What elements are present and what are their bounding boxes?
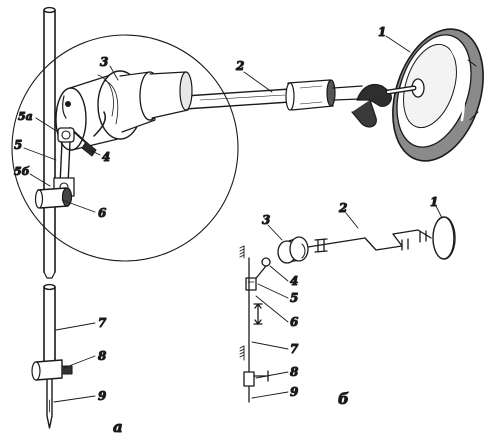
label-a-8: 8 — [98, 349, 107, 363]
label-b-3: 3 — [262, 213, 270, 227]
label-b-7: 7 — [290, 342, 299, 356]
crankshaft — [351, 83, 417, 128]
needle-bar-lower — [43, 283, 56, 363]
label-a-4: 4 — [102, 150, 110, 164]
schematic-shaft — [307, 229, 432, 251]
figure-a: 1 2 3 5а 4 5 5б 6 7 8 9 а — [11, 6, 484, 437]
schematic-handwheel — [432, 216, 456, 260]
label-b-8: 8 — [290, 365, 299, 379]
label-b-4: 4 — [290, 274, 298, 288]
label-a-5b: 5б — [14, 165, 30, 178]
connecting-link — [53, 127, 75, 197]
label-a-2: 2 — [235, 59, 244, 73]
label-a-3: 3 — [100, 55, 108, 69]
label-b-6: 6 — [290, 315, 299, 329]
figure-b: 1 2 3 4 5 6 7 8 9 б — [239, 195, 456, 409]
leader-lines-b — [251, 205, 443, 399]
main-shaft — [184, 79, 363, 111]
label-b-1: 1 — [430, 195, 438, 209]
label-b-9: 9 — [290, 385, 299, 399]
detail-circle — [11, 34, 239, 262]
caption-a: а — [113, 418, 123, 436]
label-a-5: 5 — [14, 138, 22, 152]
leader-lines-a — [23, 35, 411, 403]
schematic-clamps — [243, 370, 269, 387]
schematic-bearing — [314, 238, 328, 253]
label-a-5a: 5а — [18, 110, 33, 123]
schematic-crank-drum — [277, 236, 309, 264]
label-a-6: 6 — [98, 206, 107, 220]
needle-bar-upper — [43, 6, 56, 279]
handwheel — [392, 28, 484, 162]
crank-drum — [55, 70, 193, 151]
needle — [46, 379, 53, 429]
label-a-1: 1 — [378, 25, 386, 39]
label-a-7: 7 — [98, 316, 107, 330]
frame-hatching — [239, 245, 245, 361]
needle-clamp — [31, 359, 73, 381]
needle-bar-clamp — [34, 187, 73, 209]
label-a-9: 9 — [98, 389, 107, 403]
label-b-2: 2 — [338, 201, 347, 215]
label-b-5: 5 — [290, 291, 298, 305]
caption-b: б — [338, 390, 349, 408]
